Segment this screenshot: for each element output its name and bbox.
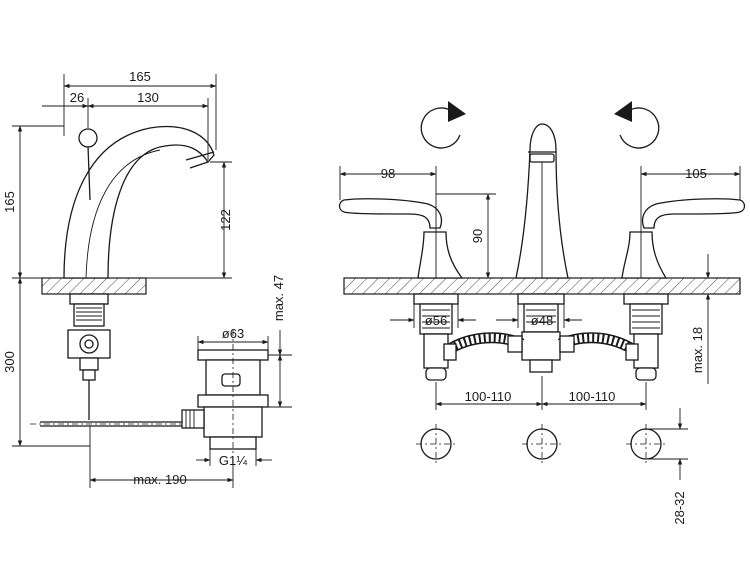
right-handle-lever bbox=[641, 198, 746, 229]
spout-body bbox=[63, 125, 215, 279]
left-valve-body bbox=[417, 231, 464, 279]
dim-spacing-right: 100-110 bbox=[569, 389, 616, 404]
front-view: 98 105 90 ø56 ø48 max. 18 100- bbox=[338, 101, 746, 525]
right-valve-body bbox=[621, 231, 668, 279]
rotate-clockwise-icon bbox=[420, 101, 466, 149]
dim-left-handle: 98 bbox=[381, 166, 395, 181]
dim-hole: 28-32 bbox=[672, 491, 687, 524]
dim-height: 165 bbox=[2, 191, 17, 213]
dim-total-reach: 165 bbox=[129, 69, 151, 84]
dim-below-deck: 300 bbox=[2, 351, 17, 373]
rotate-counterclockwise-icon bbox=[614, 101, 660, 149]
shank-nut bbox=[69, 293, 109, 305]
dim-max-47: max. 47 bbox=[271, 275, 286, 321]
side-view: 165 26 130 165 122 300 max. 47 ø63 bbox=[2, 69, 292, 488]
dim-spacing-left: 100-110 bbox=[465, 389, 512, 404]
dim-max-18: max. 18 bbox=[690, 327, 705, 373]
left-handle-lever bbox=[338, 198, 443, 229]
dim-handle-height: 90 bbox=[470, 229, 485, 243]
dim-right-handle: 105 bbox=[685, 166, 707, 181]
lever-knob bbox=[78, 128, 98, 148]
deck-side bbox=[41, 277, 147, 295]
dim-spout-reach: 130 bbox=[137, 90, 159, 105]
hole-right bbox=[626, 424, 666, 464]
deck-front bbox=[343, 277, 741, 295]
mixer-block bbox=[521, 331, 561, 361]
hole-left bbox=[416, 424, 456, 464]
dim-max-190: max. 190 bbox=[133, 472, 186, 487]
dim-drain-diameter: ø63 bbox=[222, 326, 244, 341]
dim-offset: 26 bbox=[70, 90, 84, 105]
dim-spout-height: 122 bbox=[218, 209, 233, 231]
hole-center bbox=[522, 424, 562, 464]
dim-spout-base: ø48 bbox=[531, 313, 553, 328]
dim-left-base: ø56 bbox=[425, 313, 447, 328]
